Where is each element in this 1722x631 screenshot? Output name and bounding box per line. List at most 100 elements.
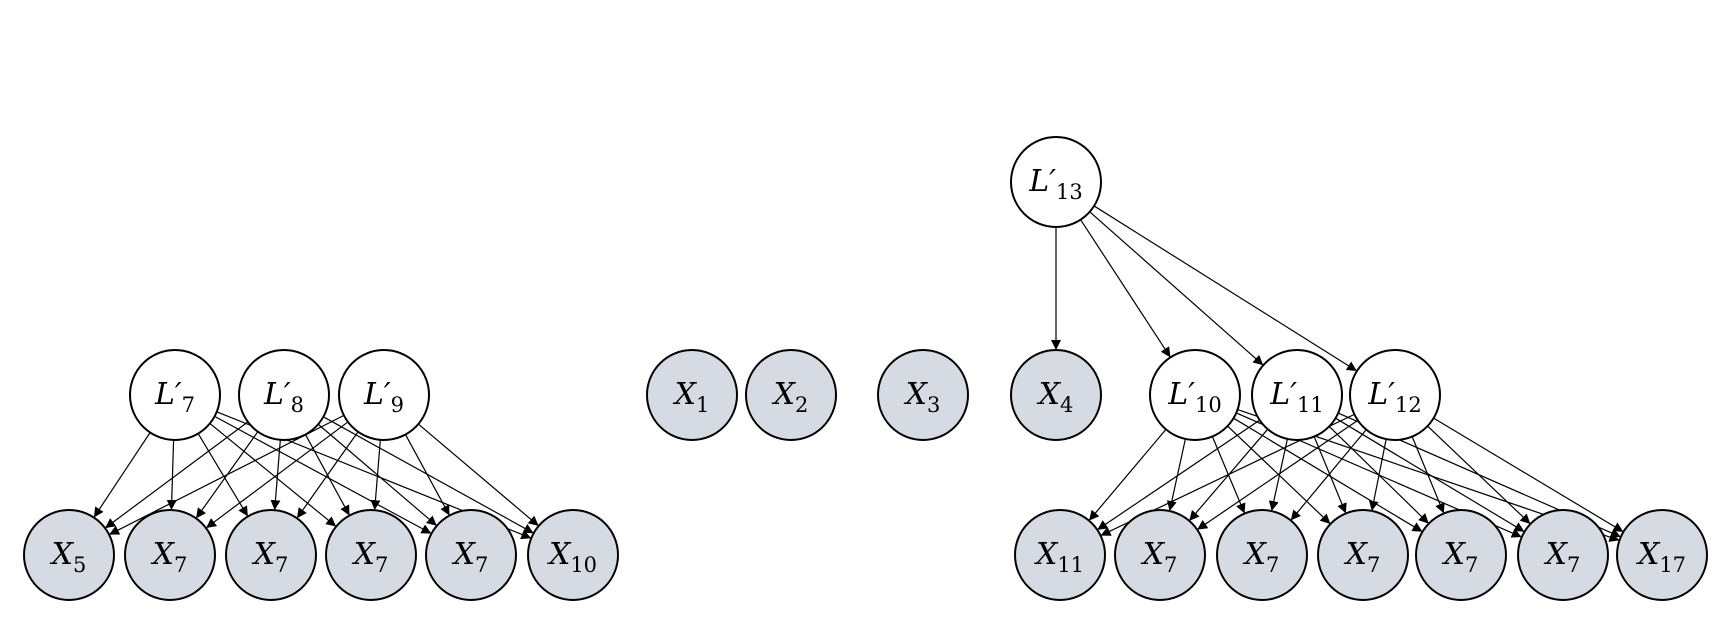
edge-l12-to-x7f bbox=[1290, 429, 1367, 521]
node-label-subscript: 8 bbox=[291, 393, 304, 417]
node-label-base: X bbox=[151, 537, 176, 572]
node-circle bbox=[1517, 509, 1609, 601]
node-label-base: X bbox=[1141, 537, 1166, 572]
observed-node-x3: X3 bbox=[877, 349, 969, 441]
node-circle bbox=[23, 509, 115, 601]
edge-l10-to-x7h bbox=[1233, 417, 1423, 532]
edge-l11-to-x11 bbox=[1097, 419, 1261, 530]
node-circle bbox=[129, 349, 221, 441]
node-label-subscript: 10 bbox=[570, 553, 597, 577]
node-label: X1 bbox=[673, 377, 710, 417]
latent-node-l13: L′13 bbox=[1010, 136, 1102, 228]
node-circle bbox=[646, 349, 738, 441]
node-label-base: X bbox=[1037, 377, 1062, 412]
node-label: X17 bbox=[1636, 537, 1686, 577]
edge-l9-to-x7a bbox=[206, 421, 349, 529]
node-label: X7 bbox=[1442, 537, 1479, 577]
edge-l7-to-x7c bbox=[209, 422, 337, 527]
node-label-base: X bbox=[252, 537, 277, 572]
node-circle bbox=[745, 349, 837, 441]
edge-l11-to-x7f bbox=[1268, 438, 1288, 512]
node-label-base: X bbox=[547, 537, 572, 572]
node-label-subscript: 13 bbox=[1056, 180, 1083, 204]
edge-l12-to-x7g bbox=[1368, 439, 1387, 511]
node-label-subscript: 7 bbox=[1367, 553, 1380, 577]
edge-l13-to-l11 bbox=[1089, 211, 1264, 366]
node-circle bbox=[425, 509, 517, 601]
node-label-subscript: 2 bbox=[795, 393, 808, 417]
node-label: X7 bbox=[1243, 537, 1280, 577]
node-circle bbox=[1010, 349, 1102, 441]
observed-node-x7b: X7 bbox=[225, 509, 317, 601]
latent-node-l8: L′8 bbox=[238, 349, 330, 441]
node-label-base: L′ bbox=[1367, 377, 1395, 412]
node-label: L′10 bbox=[1167, 377, 1221, 417]
edge-l10-to-x7e bbox=[1166, 438, 1186, 512]
node-label: X7 bbox=[151, 537, 188, 577]
node-label-subscript: 4 bbox=[1060, 393, 1073, 417]
node-label-base: X bbox=[772, 377, 797, 412]
observed-node-x7d: X7 bbox=[425, 509, 517, 601]
node-label-base: X bbox=[1243, 537, 1268, 572]
node-label-subscript: 7 bbox=[182, 393, 195, 417]
node-label: X2 bbox=[772, 377, 809, 417]
edge-l12-to-x17 bbox=[1433, 417, 1624, 532]
node-circle bbox=[1014, 509, 1106, 601]
edge-l7-to-x5 bbox=[93, 432, 151, 518]
node-label: X7 bbox=[252, 537, 289, 577]
node-label-subscript: 9 bbox=[391, 393, 404, 417]
node-label-subscript: 7 bbox=[275, 553, 288, 577]
node-circle bbox=[1114, 509, 1206, 601]
node-label: X11 bbox=[1034, 537, 1084, 577]
node-label-base: X bbox=[673, 377, 698, 412]
node-label-subscript: 7 bbox=[1164, 553, 1177, 577]
node-circle bbox=[1251, 349, 1343, 441]
edge-l8-to-x5 bbox=[105, 421, 249, 529]
observed-node-x4: X4 bbox=[1010, 349, 1102, 441]
node-label-base: X bbox=[1034, 537, 1059, 572]
node-label: L′12 bbox=[1367, 377, 1421, 417]
node-label-base: L′ bbox=[1028, 164, 1056, 199]
node-label-subscript: 12 bbox=[1395, 393, 1422, 417]
latent-node-l10: L′10 bbox=[1149, 349, 1241, 441]
latent-node-l9: L′9 bbox=[338, 349, 430, 441]
node-label-base: L′ bbox=[263, 377, 291, 412]
node-label-subscript: 7 bbox=[375, 553, 388, 577]
node-label: X7 bbox=[1544, 537, 1581, 577]
node-label-base: X bbox=[452, 537, 477, 572]
observed-node-x17: X17 bbox=[1616, 509, 1708, 601]
edge-l9-to-x7b bbox=[296, 431, 359, 519]
node-label: L′9 bbox=[363, 377, 404, 417]
node-label-subscript: 5 bbox=[73, 553, 86, 577]
edge-l12-to-x7i bbox=[1427, 425, 1531, 524]
node-circle bbox=[1415, 509, 1507, 601]
node-label: X7 bbox=[352, 537, 389, 577]
observed-node-x7e: X7 bbox=[1114, 509, 1206, 601]
edge-l12-to-x7h bbox=[1411, 436, 1445, 514]
node-label: X5 bbox=[50, 537, 87, 577]
node-label-subscript: 17 bbox=[1659, 553, 1686, 577]
node-label-base: L′ bbox=[154, 377, 182, 412]
node-circle bbox=[527, 509, 619, 601]
node-label-subscript: 11 bbox=[1057, 553, 1084, 577]
node-circle bbox=[877, 349, 969, 441]
node-label-base: X bbox=[1344, 537, 1369, 572]
node-circle bbox=[225, 509, 317, 601]
node-label: X7 bbox=[1141, 537, 1178, 577]
node-label-subscript: 10 bbox=[1195, 393, 1222, 417]
edge-l7-to-x7b bbox=[197, 433, 248, 517]
node-label-subscript: 7 bbox=[174, 553, 187, 577]
node-circle bbox=[338, 349, 430, 441]
node-label-subscript: 3 bbox=[927, 393, 940, 417]
node-circle bbox=[1149, 349, 1241, 441]
node-label-base: L′ bbox=[1269, 377, 1297, 412]
observed-node-x7f: X7 bbox=[1216, 509, 1308, 601]
latent-node-l11: L′11 bbox=[1251, 349, 1343, 441]
node-label: L′13 bbox=[1028, 164, 1082, 204]
edge-l13-to-l10 bbox=[1080, 219, 1171, 358]
node-label-subscript: 7 bbox=[1465, 553, 1478, 577]
node-label: X10 bbox=[547, 537, 597, 577]
node-label-base: X bbox=[904, 377, 929, 412]
observed-node-x2: X2 bbox=[745, 349, 837, 441]
